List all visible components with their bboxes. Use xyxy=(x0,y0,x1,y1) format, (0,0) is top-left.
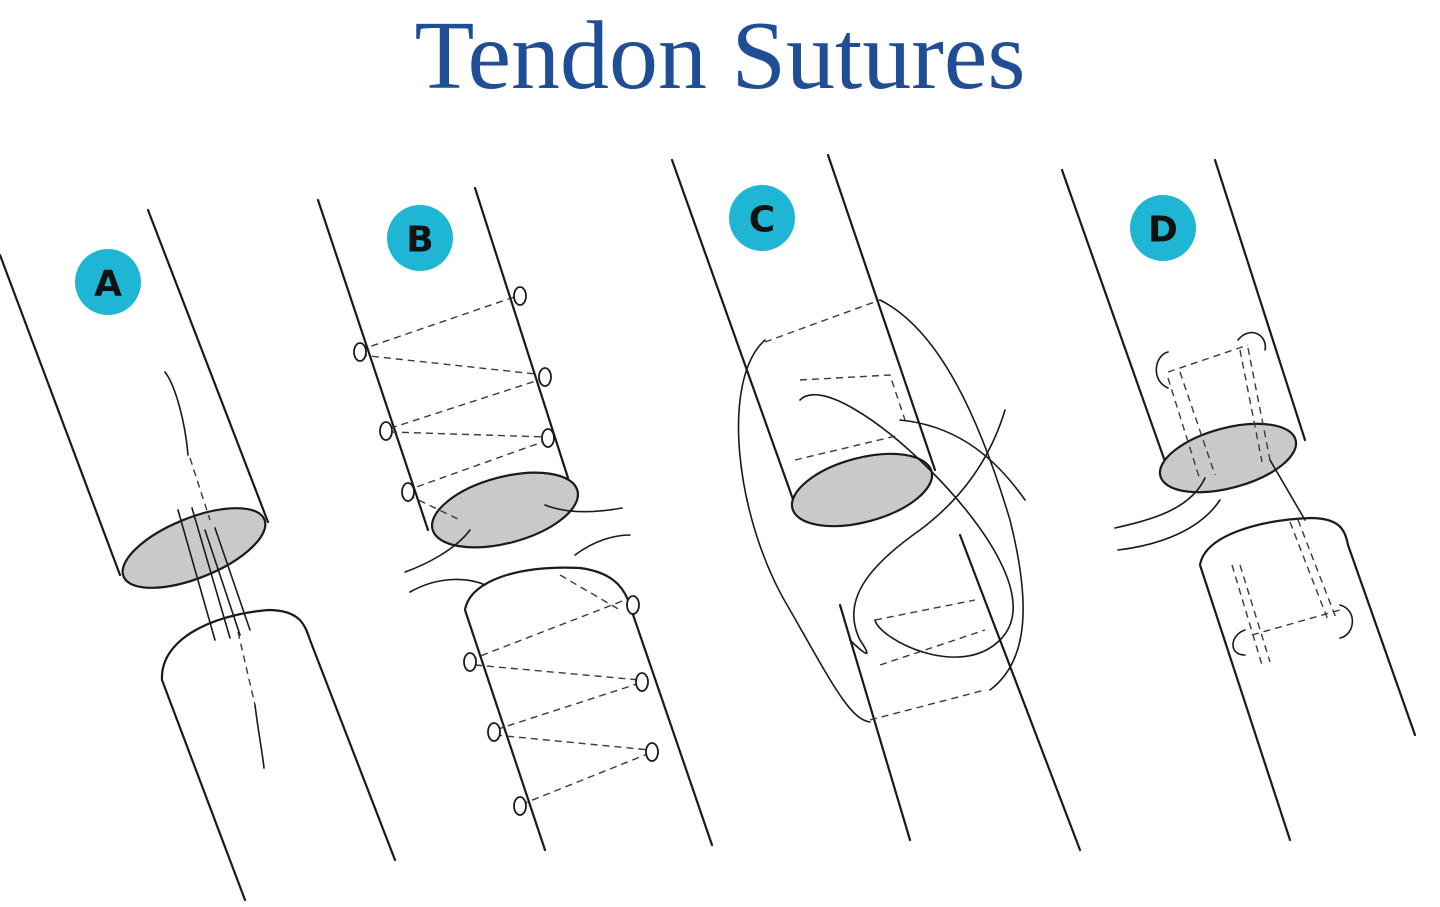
panel-b-eyelet xyxy=(513,286,527,306)
panel-c-badge: C xyxy=(729,185,795,251)
panel-b-hidden-suture-lower xyxy=(469,574,651,806)
panel-b-upper-tendon xyxy=(316,186,570,532)
panel-d-suture-ends xyxy=(1114,459,1306,551)
panel-a-badge: A xyxy=(75,249,141,315)
panel-c-figure-eight xyxy=(799,394,1026,658)
panel-a-suture-lower-hidden xyxy=(237,631,256,706)
panel-d-upper-tendon xyxy=(1060,158,1307,472)
panel-b-eyelet xyxy=(541,428,555,448)
panel-a-suture-loop xyxy=(177,507,251,641)
panel-b-suture-ends xyxy=(404,504,631,593)
panel-a-suture-upper xyxy=(164,371,189,456)
panel-c-upper-cut-face xyxy=(790,452,934,528)
panel-b-eyelet xyxy=(487,722,501,742)
panel-b-badge: B xyxy=(387,205,453,271)
panel-a-upper-tendon xyxy=(0,208,270,577)
panel-b-eyelet xyxy=(401,482,415,502)
panel-d-eyelet-loop xyxy=(1155,331,1354,656)
panel-b: B xyxy=(316,186,714,852)
panel-a-suture-upper-hidden xyxy=(189,457,211,521)
panel-b-eyelet xyxy=(353,342,367,362)
panel-b-eyelet xyxy=(513,796,527,816)
panel-b-eyelet xyxy=(626,595,640,615)
panel-d-label: D xyxy=(1148,210,1178,251)
panel-b-eyelet xyxy=(379,421,393,441)
panel-c-upper-tendon xyxy=(670,153,937,507)
panel-b-upper-cut-face xyxy=(430,471,580,549)
panel-a-upper-cut-face xyxy=(121,507,267,589)
panel-b-eyelet xyxy=(463,652,477,672)
panel-b-lower-tendon xyxy=(463,566,714,852)
panel-d-hidden-suture-upper xyxy=(1167,344,1271,481)
panel-b-label: B xyxy=(406,220,433,261)
panel-b-eyelet xyxy=(538,367,552,387)
panel-a-label: A xyxy=(94,264,122,305)
panel-b-eyelet xyxy=(635,672,649,692)
panel-d-badge: D xyxy=(1130,195,1196,261)
panel-d: D xyxy=(1060,158,1417,842)
panel-a-suture-lower xyxy=(254,704,265,769)
panel-d-hidden-suture-lower xyxy=(1231,519,1341,666)
panel-a: A xyxy=(0,208,397,902)
panel-c-outer-loop xyxy=(737,299,1024,723)
panel-c-label: C xyxy=(749,200,775,241)
page-title: Tendon Sutures xyxy=(414,2,1026,110)
panel-c: C xyxy=(670,153,1082,852)
panel-c-hidden-suture xyxy=(764,299,986,721)
panel-d-upper-cut-face xyxy=(1158,422,1298,494)
panel-b-hidden-suture-upper xyxy=(359,294,549,521)
panel-c-lower-tendon xyxy=(838,533,1082,852)
panel-a-lower-tendon xyxy=(160,608,397,902)
panel-b-eyelet xyxy=(645,742,659,762)
